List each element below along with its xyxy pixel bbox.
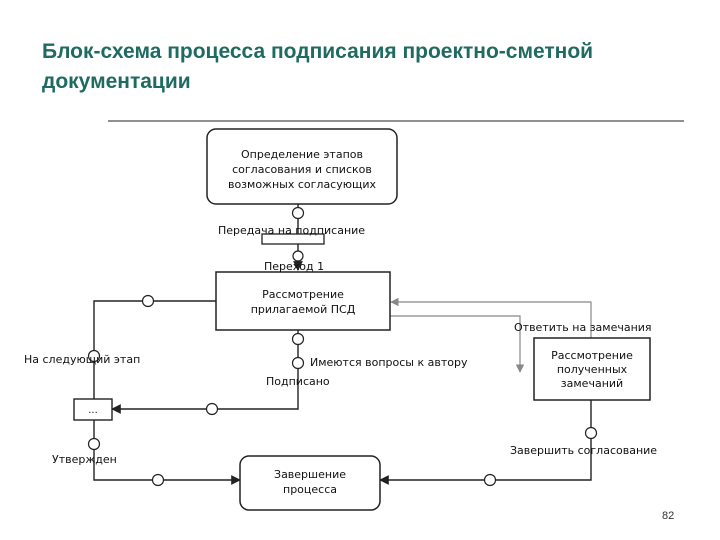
svg-text:согласования и списков: согласования и списков (232, 163, 372, 176)
node-junction: ... (73, 398, 113, 421)
edge-questions (390, 315, 525, 373)
port-approved-1 (87, 437, 101, 451)
port-define-out (291, 206, 305, 220)
label-questions: Имеются вопросы к автору (310, 356, 468, 369)
svg-text:процесса: процесса (283, 483, 337, 496)
node-define-stages: Определение этапов согласования и списко… (206, 128, 398, 205)
edge-signed (111, 330, 299, 414)
node-finish-process: Завершение процесса (239, 455, 381, 511)
svg-text:...: ... (88, 405, 98, 416)
port-approved-2 (151, 473, 165, 487)
label-complete: Завершить согласование (510, 444, 657, 457)
svg-text:прилагаемой ПСД: прилагаемой ПСД (251, 303, 356, 316)
label-send: Передача на подписание (218, 224, 365, 237)
slide-title: Блок-схема процесса подписания проектно-… (42, 40, 594, 93)
label-reply: Ответить на замечания (514, 321, 652, 334)
port-review-out (291, 332, 305, 346)
port-transition (292, 250, 304, 262)
svg-text:замечаний: замечаний (561, 377, 623, 390)
edge-review-to-junction (93, 300, 216, 399)
port-next-stage-2 (87, 349, 101, 363)
port-next-stage (141, 294, 155, 308)
label-approved: Утвержден (52, 453, 117, 466)
node-review-psd: Рассмотрение прилагаемой ПСД (215, 271, 391, 331)
port-signed (205, 402, 219, 416)
edge-approved (93, 420, 241, 485)
port-questions (291, 356, 305, 370)
label-transition: Переход 1 (264, 260, 324, 273)
transition-bar (261, 233, 325, 245)
port-complete-2 (483, 473, 497, 487)
svg-text:возможных согласующих: возможных согласующих (228, 178, 377, 191)
port-complete-1 (584, 426, 598, 440)
page-number: 82 (662, 510, 675, 522)
label-next-stage: На следующий этап (24, 353, 140, 366)
svg-text:полученных: полученных (557, 363, 628, 376)
svg-text:Завершение: Завершение (274, 468, 346, 481)
label-signed: Подписано (266, 375, 330, 388)
node-review-remarks: Рассмотрение полученных замечаний (533, 337, 651, 401)
edge-reply (390, 297, 592, 338)
svg-text:Определение этапов: Определение этапов (241, 148, 363, 161)
svg-text:Рассмотрение: Рассмотрение (551, 349, 633, 362)
edge-complete (379, 400, 592, 485)
svg-text:Рассмотрение: Рассмотрение (262, 288, 344, 301)
